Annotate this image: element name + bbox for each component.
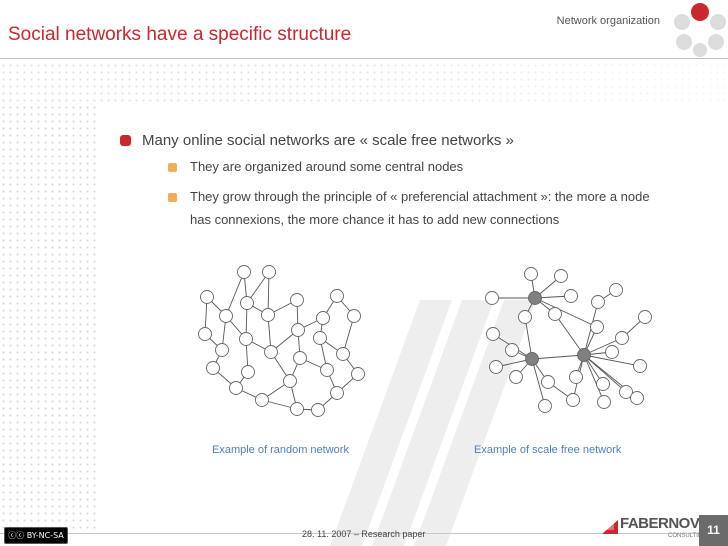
network-node	[569, 370, 583, 384]
network-node	[255, 393, 269, 407]
network-node	[630, 391, 644, 405]
fabernovel-logo: FABERNOVEL CONSULTING	[600, 513, 718, 543]
main-bullet: Many online social networks are « scale …	[120, 132, 514, 149]
sub-bullet-text: has connexions, the more chance it has t…	[190, 212, 560, 227]
network-node	[486, 327, 500, 341]
network-node	[554, 269, 568, 283]
network-node	[351, 367, 365, 381]
network-node	[638, 310, 652, 324]
network-node	[206, 361, 220, 375]
license-label: BY-NC-SA	[26, 531, 64, 540]
orange-bullet-icon	[168, 193, 177, 202]
network-node	[548, 307, 562, 321]
network-node	[239, 332, 253, 346]
network-node	[538, 399, 552, 413]
main-bullet-text: Many online social networks are « scale …	[142, 132, 514, 149]
creative-commons-badge[interactable]: ⓒⓒ BY-NC-SA	[4, 527, 68, 544]
network-edge	[267, 271, 270, 316]
slide-title: Social networks have a specific structur…	[8, 24, 352, 45]
network-node	[347, 309, 361, 323]
network-edge	[554, 313, 585, 356]
section-label: Network organization	[556, 15, 660, 27]
network-edge	[583, 354, 641, 367]
network-edge	[531, 358, 546, 407]
network-node	[330, 386, 344, 400]
network-node	[261, 308, 275, 322]
network-node	[518, 310, 532, 324]
network-node	[485, 291, 499, 305]
brand-name: FABERNOVEL	[620, 515, 718, 532]
network-node	[311, 403, 325, 417]
network-node	[320, 363, 334, 377]
network-node	[198, 327, 212, 341]
network-node	[564, 289, 578, 303]
flower-logo-icon	[674, 3, 726, 57]
sub-bullet-1: They are organized around some central n…	[168, 156, 463, 178]
orange-bullet-icon	[168, 163, 177, 172]
network-node	[489, 360, 503, 374]
fabernovel-mark-icon	[602, 520, 618, 534]
network-node	[200, 290, 214, 304]
sub-bullet-continuation: has connexions, the more chance it has t…	[168, 209, 559, 231]
network-node	[596, 377, 610, 391]
network-node	[240, 296, 254, 310]
network-node	[290, 293, 304, 307]
hub-node	[525, 352, 539, 366]
network-node	[605, 345, 619, 359]
network-edge	[534, 297, 598, 328]
scale-free-network-caption: Example of scale free network	[474, 444, 622, 456]
network-node	[313, 331, 327, 345]
network-edge	[524, 316, 533, 360]
header-divider	[0, 58, 728, 59]
network-node	[330, 289, 344, 303]
network-node	[541, 375, 555, 389]
footer-divider	[0, 533, 728, 534]
network-node	[264, 345, 278, 359]
network-node	[291, 323, 305, 337]
network-node	[566, 393, 580, 407]
network-node	[505, 343, 519, 357]
network-node	[591, 295, 605, 309]
network-edge	[225, 271, 245, 317]
hub-node	[528, 291, 542, 305]
brand-subtitle: CONSULTING	[668, 533, 707, 539]
random-network-diagram	[198, 265, 365, 417]
network-node	[229, 381, 243, 395]
network-node	[509, 370, 523, 384]
network-node	[293, 351, 307, 365]
network-node	[215, 343, 229, 357]
network-node	[262, 265, 276, 279]
network-node	[597, 395, 611, 409]
network-node	[316, 311, 330, 325]
network-node	[219, 309, 233, 323]
network-node	[619, 385, 633, 399]
network-node	[283, 374, 297, 388]
sub-bullet-text: They grow through the principle of « pre…	[190, 189, 650, 204]
hub-node	[577, 348, 591, 362]
network-node	[241, 365, 255, 379]
scale-free-network-diagram	[485, 267, 652, 413]
sub-bullet-text: They are organized around some central n…	[190, 159, 464, 174]
network-node	[633, 359, 647, 373]
network-node	[336, 347, 350, 361]
dotted-pattern-top	[0, 62, 728, 102]
network-node	[609, 283, 623, 297]
random-network-caption: Example of random network	[212, 444, 349, 456]
network-edge	[531, 354, 585, 360]
sub-bullet-2: They grow through the principle of « pre…	[168, 186, 650, 208]
dotted-pattern-left	[0, 62, 100, 532]
network-node	[590, 320, 604, 334]
red-bullet-icon	[120, 135, 131, 146]
page-number: 11	[699, 515, 728, 546]
network-edge	[583, 354, 605, 403]
network-node	[290, 402, 304, 416]
footer-date: 28. 11. 2007 – Research paper	[302, 529, 426, 539]
network-node	[524, 267, 538, 281]
cc-icon: ⓒⓒ	[8, 531, 27, 540]
network-node	[615, 331, 629, 345]
network-node	[237, 265, 251, 279]
